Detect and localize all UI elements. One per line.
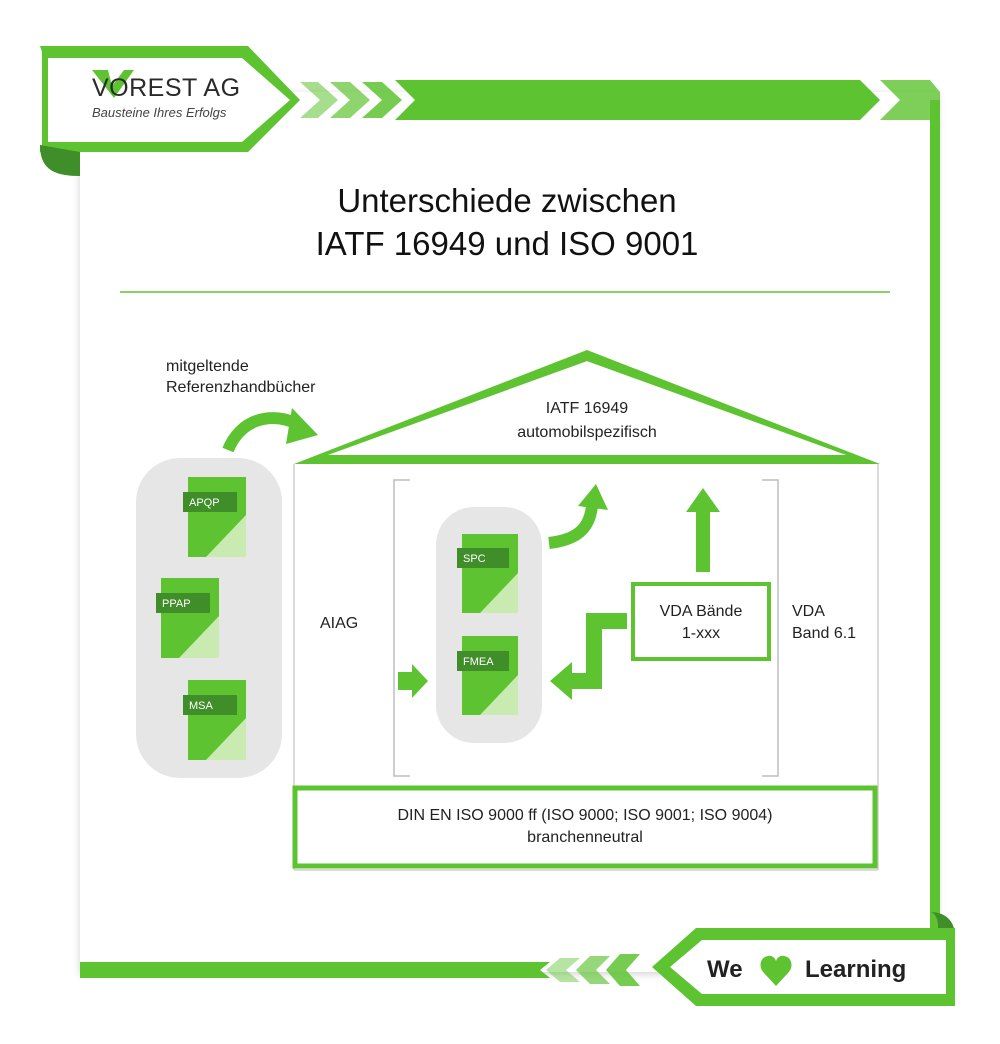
logo-tagline: Bausteine Ihres Erfolgs bbox=[92, 105, 227, 120]
footer-we: We bbox=[707, 956, 743, 983]
foundation-line1: DIN EN ISO 9000 ff (ISO 9000; ISO 9001; … bbox=[397, 807, 772, 824]
doc-label-apqp: APQP bbox=[189, 497, 220, 509]
right-edge-stripe bbox=[930, 100, 940, 930]
vda-up-arrow bbox=[686, 488, 720, 572]
house-roof bbox=[294, 350, 880, 464]
reference-manuals-line1: mitgeltende bbox=[166, 358, 249, 375]
foundation-line2: branchenneutral bbox=[527, 829, 643, 846]
vda-band-line2: Band 6.1 bbox=[792, 625, 856, 642]
vda-baende-box bbox=[631, 582, 771, 661]
bottom-ribbon bbox=[80, 912, 955, 1006]
page-title-line1: Unterschiede zwischen bbox=[337, 182, 676, 219]
roof-line1: IATF 16949 bbox=[546, 400, 629, 417]
foundation-box bbox=[292, 785, 878, 869]
reference-arrow bbox=[222, 408, 318, 453]
logo: VOREST AG Bausteine Ihres Erfolgs bbox=[92, 70, 241, 120]
doc-ppap: PPAP bbox=[156, 578, 219, 658]
heart-icon bbox=[760, 955, 792, 986]
vda-fmea-arrow bbox=[550, 613, 627, 700]
doc-label-msa: MSA bbox=[189, 700, 214, 712]
doc-apqp: APQP bbox=[183, 477, 246, 557]
roof-line2: automobilspezifisch bbox=[517, 424, 657, 441]
logo-v-mark bbox=[92, 70, 134, 98]
vda-band-line1: VDA bbox=[792, 603, 825, 620]
doc-fmea: FMEA bbox=[457, 636, 518, 715]
aiag-label: AIAG bbox=[320, 615, 358, 632]
inner-bracket bbox=[393, 479, 779, 777]
doc-label-spc: SPC bbox=[463, 553, 486, 565]
page-title-line2: IATF 16949 und ISO 9001 bbox=[316, 225, 699, 262]
spc-up-arrow bbox=[548, 484, 608, 549]
doc-msa: MSA bbox=[183, 680, 246, 760]
logo-name: VOREST AG bbox=[92, 74, 241, 102]
reference-manuals-line2: Referenzhandbücher bbox=[166, 379, 316, 396]
aiag-arrow bbox=[398, 664, 428, 698]
doc-label-ppap: PPAP bbox=[162, 598, 191, 610]
doc-spc: SPC bbox=[457, 534, 518, 613]
vda-baende-line1: VDA Bände bbox=[660, 603, 743, 620]
vda-baende-line2: 1-xxx bbox=[682, 625, 720, 642]
footer-learning: Learning bbox=[805, 956, 906, 983]
doc-label-fmea: FMEA bbox=[463, 656, 494, 668]
